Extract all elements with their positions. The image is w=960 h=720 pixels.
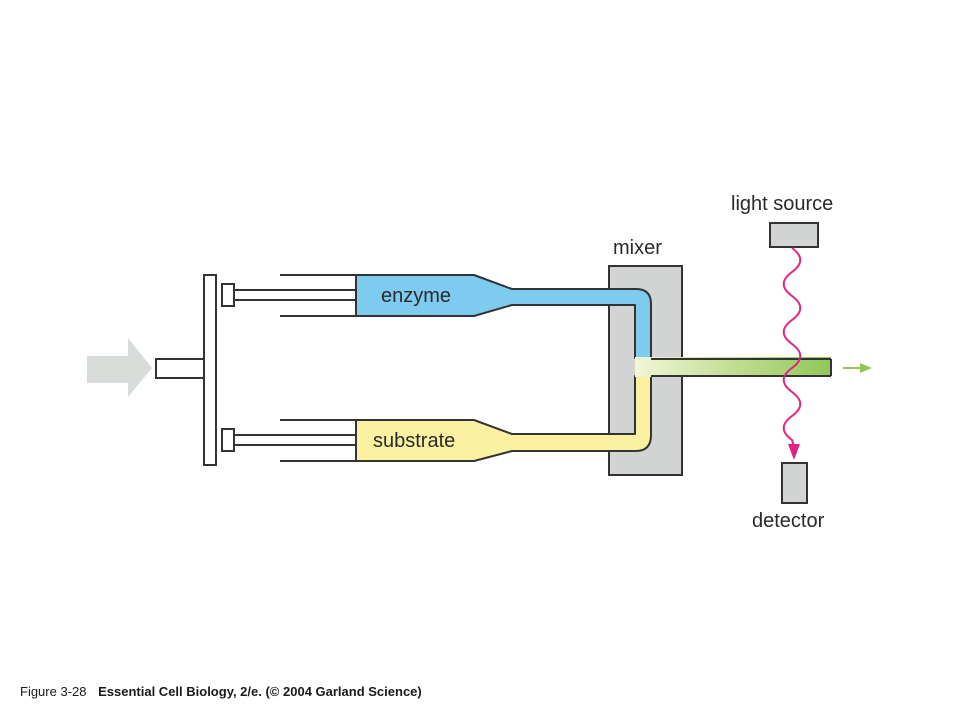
figure-caption: Figure 3-28 Essential Cell Biology, 2/e.… <box>20 684 422 699</box>
mixer-label: mixer <box>613 237 662 259</box>
light-source-box <box>769 222 819 248</box>
enzyme-label: enzyme <box>381 285 451 307</box>
syringe-barrels <box>280 274 356 462</box>
plunger <box>155 274 357 466</box>
mixing-zone <box>635 357 831 377</box>
light-source-label: light source <box>731 193 833 215</box>
flow-arrow-icon <box>843 363 872 373</box>
light-beam-arrowhead-icon <box>788 444 800 460</box>
substrate-label: substrate <box>373 430 455 452</box>
substrate-syringe <box>355 375 652 462</box>
figure-source: Essential Cell Biology, 2/e. (© 2004 Gar… <box>98 684 422 699</box>
figure-number: Figure 3-28 <box>20 684 87 699</box>
enzyme-syringe <box>355 274 652 359</box>
detector-box <box>781 462 808 504</box>
push-arrow-icon <box>87 338 152 397</box>
light-beam <box>782 247 802 447</box>
detector-label: detector <box>752 510 825 532</box>
